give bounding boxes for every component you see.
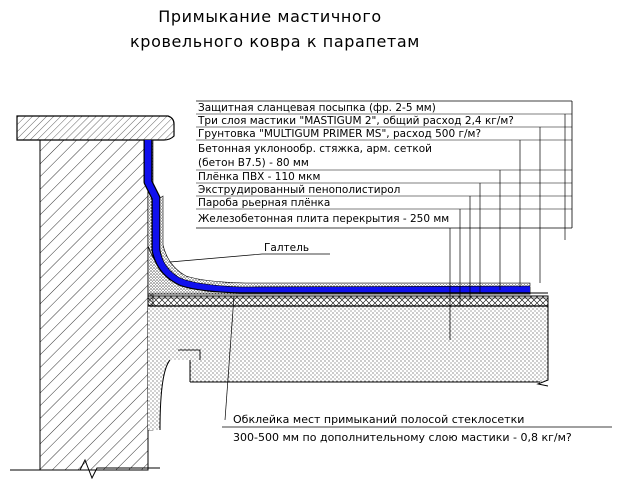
layer-legend: Защитная сланцевая посыпка (фр. 2-5 мм) … — [196, 100, 573, 229]
layer-label-mastic: Три слоя мастики "MASTIGUM 2", общий рас… — [197, 115, 514, 127]
fillet-callout: Галтель — [169, 242, 330, 263]
layer-label-vapour-barrier: Пароба рьерная плёнка — [198, 197, 330, 209]
layer-label-screed-concrete: (бетон В7.5) - 80 мм — [198, 157, 309, 169]
leader-lines — [449, 114, 566, 340]
layer-label-primer: Грунтовка "MULTIGUM PRIMER MS", расход 5… — [198, 128, 481, 140]
layer-label-pvc-film: Плёнка ПВХ - 110 мкм — [198, 171, 320, 183]
mesh-note-line2: 300-500 мм по дополнительному слою масти… — [233, 431, 572, 444]
insulation-layers — [147, 292, 549, 307]
drawing-title-line1: Примыкание мастичного — [158, 7, 381, 26]
slate-dressing — [159, 195, 531, 288]
parapet-wall — [10, 139, 160, 479]
layer-label-slate: Защитная сланцевая посыпка (фр. 2-5 мм) — [198, 102, 436, 114]
mesh-note: Обклейка мест примыканий полосой стеклос… — [222, 295, 612, 444]
layer-label-xps: Экструдированный пенополистирол — [198, 184, 400, 196]
parapet-coping — [16, 115, 175, 141]
drawing-title-line2: кровельного ковра к парапетам — [130, 32, 420, 51]
concrete-slab — [148, 305, 549, 431]
layer-label-slab: Железобетонная плита перекрытия - 250 мм — [198, 213, 449, 225]
fillet-label: Галтель — [264, 242, 309, 254]
layer-label-screed: Бетонная уклонообр. стяжка, арм. сеткой — [198, 143, 432, 155]
mesh-note-line1: Обклейка мест примыканий полосой стеклос… — [233, 413, 524, 426]
mastic-membrane-core — [144, 140, 530, 293]
